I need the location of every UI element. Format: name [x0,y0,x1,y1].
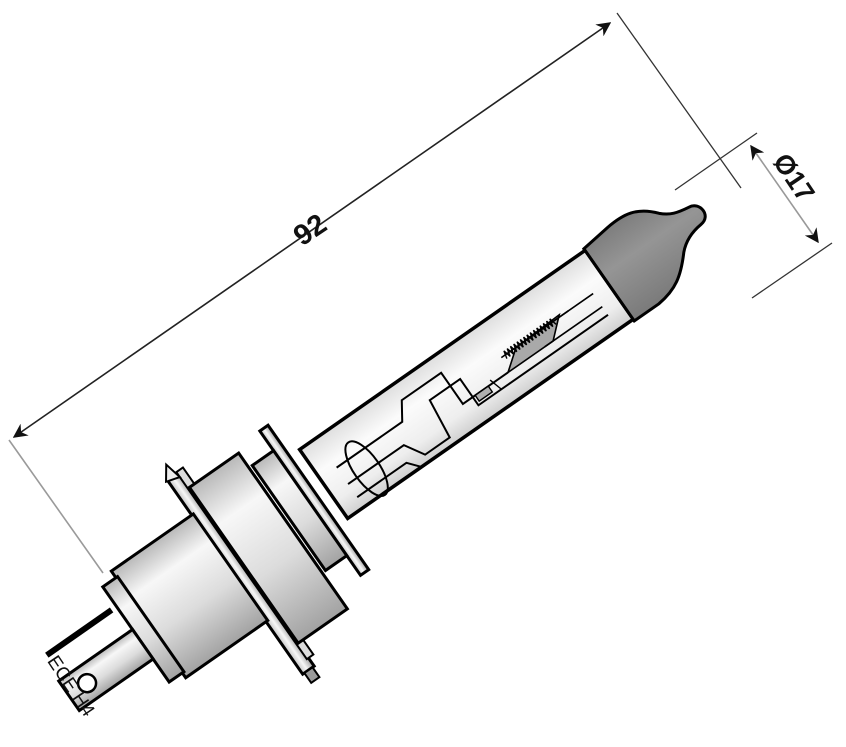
pin-hole [76,672,98,694]
rear-flange [250,423,371,578]
dimension-diameter [674,132,833,299]
extension-line-bottom [751,242,833,299]
extension-line-top [674,132,758,191]
filament-assembly [336,292,609,498]
extension-line-right [616,12,742,189]
pin-wire [45,607,114,658]
dimension-line-92 [12,22,612,438]
bulb [45,204,707,713]
extension-line-left [8,439,104,574]
flange-tab [302,665,321,685]
cap-boundary [582,247,636,322]
coil-filament [503,318,557,359]
dimension-line-17 [750,144,819,244]
flange-notch [165,462,182,484]
glass-envelope [297,246,638,521]
connector-pins [45,607,156,713]
